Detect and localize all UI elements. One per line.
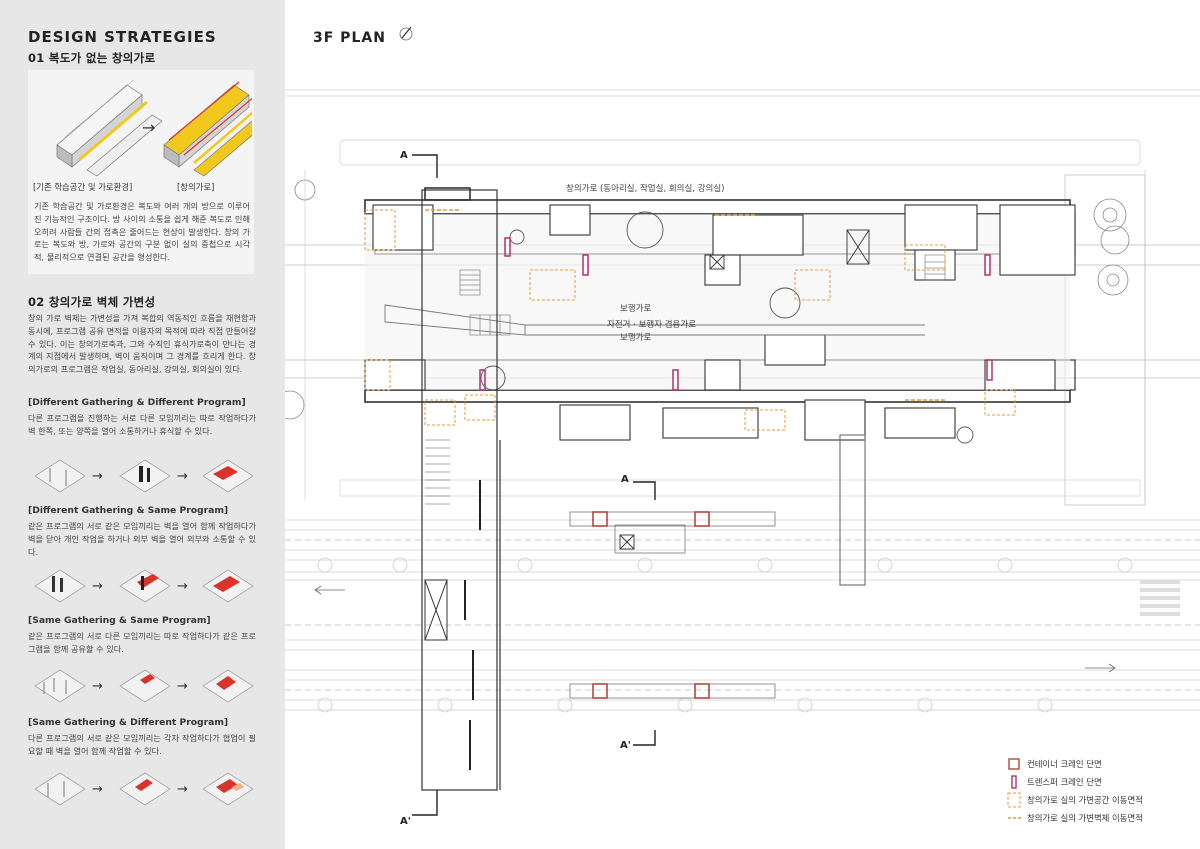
stairs <box>459 254 946 336</box>
elevators <box>619 229 870 550</box>
legend-item-variable-space: 창의가로 실의 가변공간 이동면적 <box>1005 792 1195 808</box>
case-1-text: 다른 프로그램을 진행하는 서로 다른 모임끼리는 따로 작업하다가 벽 한쪽,… <box>28 413 256 436</box>
case-2-diagram: → → <box>34 569 254 603</box>
case-2-text: 같은 프로그램의 서로 같은 모임끼리는 벽을 열어 함께 작업하다가 벽을 닫… <box>28 521 256 557</box>
variable-space-areas <box>364 209 1016 431</box>
before-diagram <box>56 80 163 177</box>
floor-plan <box>285 89 1200 816</box>
case-1-title: [Different Gathering & Different Program… <box>28 397 246 408</box>
legend-item-variable-wall: 창의가로 실의 가변벽체 이동면적 <box>1005 810 1195 826</box>
case-3-text: 같은 프로그램의 서로 다른 모임끼리는 따로 작업하다가 같은 프로그램을 함… <box>28 631 256 654</box>
north-arrow-icon <box>399 26 413 41</box>
case-1-diagram: → → <box>34 459 254 493</box>
transfer-crane-icon <box>1011 775 1017 789</box>
plan-title: 3F PLAN <box>313 30 386 46</box>
section-marker-a-top: A <box>400 150 408 161</box>
caption-after: [창의가로] <box>177 182 215 192</box>
section-2-text: 창의 가로 벽체는 가변성을 가져 복합의 역동적인 흐름을 재현함과 동시에,… <box>28 313 256 375</box>
case-3-diagram: → → <box>34 669 254 703</box>
svg-text:→: → <box>177 579 188 594</box>
street-label-2: 자전거 · 보행자 겸용가로 <box>607 320 697 330</box>
case-3-title: [Same Gathering & Same Program] <box>28 615 211 626</box>
svg-text:→: → <box>142 118 155 137</box>
section-marker-a-prime-bottom: A' <box>400 816 411 827</box>
walkway <box>384 304 925 336</box>
bridge-walls <box>464 480 481 770</box>
legend-item-container-crane: 컨테이너 크레인 단면 <box>1005 756 1195 772</box>
case-4-text: 다른 프로그램의 서로 같은 모임끼리는 각자 작업하다가 협업이 필요할 때 … <box>28 733 256 756</box>
crane-platforms <box>569 511 776 699</box>
variable-space-icon <box>1007 792 1021 808</box>
section-1-text: 기존 학습공간 및 가로환경은 복도와 여러 개의 방으로 이루어진 기능적인 … <box>34 201 250 263</box>
case-4-diagram: → → <box>34 772 254 806</box>
section-lines <box>412 154 656 816</box>
section-marker-a-mid: A <box>621 474 629 485</box>
program-label: 창의가로 (동아리실, 작업실, 회의실, 강의실) <box>566 184 725 194</box>
section-marker-a-prime-mid: A' <box>620 740 631 751</box>
container-crane-sections <box>592 511 710 699</box>
trees <box>285 179 1130 420</box>
central-circles <box>480 211 974 444</box>
corridor-diagram: → <box>56 80 252 177</box>
svg-text:→: → <box>92 679 103 694</box>
svg-text:→: → <box>92 782 103 797</box>
street-label-1: 보행가로 <box>620 304 652 314</box>
vertical-bridge <box>421 189 866 791</box>
rooms-top <box>372 204 1076 286</box>
svg-text:→: → <box>92 469 103 484</box>
bridge-stairs <box>425 439 450 505</box>
svg-text:→: → <box>177 679 188 694</box>
caption-before: [기존 학습공간 및 가로환경] <box>33 182 133 192</box>
container-crane-icon <box>1008 758 1020 770</box>
road-arrows <box>314 585 1116 673</box>
crosswalk <box>1140 580 1180 616</box>
svg-text:→: → <box>92 579 103 594</box>
svg-text:→: → <box>177 782 188 797</box>
variable-wall-icon <box>1008 817 1022 819</box>
rooms-bottom <box>364 334 1056 441</box>
strategy-panel: DESIGN STRATEGIES 01 복도가 없는 창의가로 → [기존 학… <box>0 0 285 849</box>
section-heading-1: 01 복도가 없는 창의가로 <box>28 51 156 65</box>
section-heading-2: 02 창의가로 벽체 가변성 <box>28 295 156 309</box>
after-diagram <box>163 81 252 177</box>
legend-item-transfer-crane: 트렌스퍼 크레인 단면 <box>1005 774 1195 790</box>
case-4-title: [Same Gathering & Different Program] <box>28 717 229 728</box>
case-2-title: [Different Gathering & Same Program] <box>28 505 229 516</box>
street-lights <box>317 557 1133 713</box>
transfer-crane-sections <box>479 237 993 391</box>
street-label-3: 보행가로 <box>620 333 652 343</box>
svg-text:→: → <box>177 469 188 484</box>
variable-wall-lines <box>425 209 945 401</box>
page-title: DESIGN STRATEGIES <box>28 28 217 46</box>
